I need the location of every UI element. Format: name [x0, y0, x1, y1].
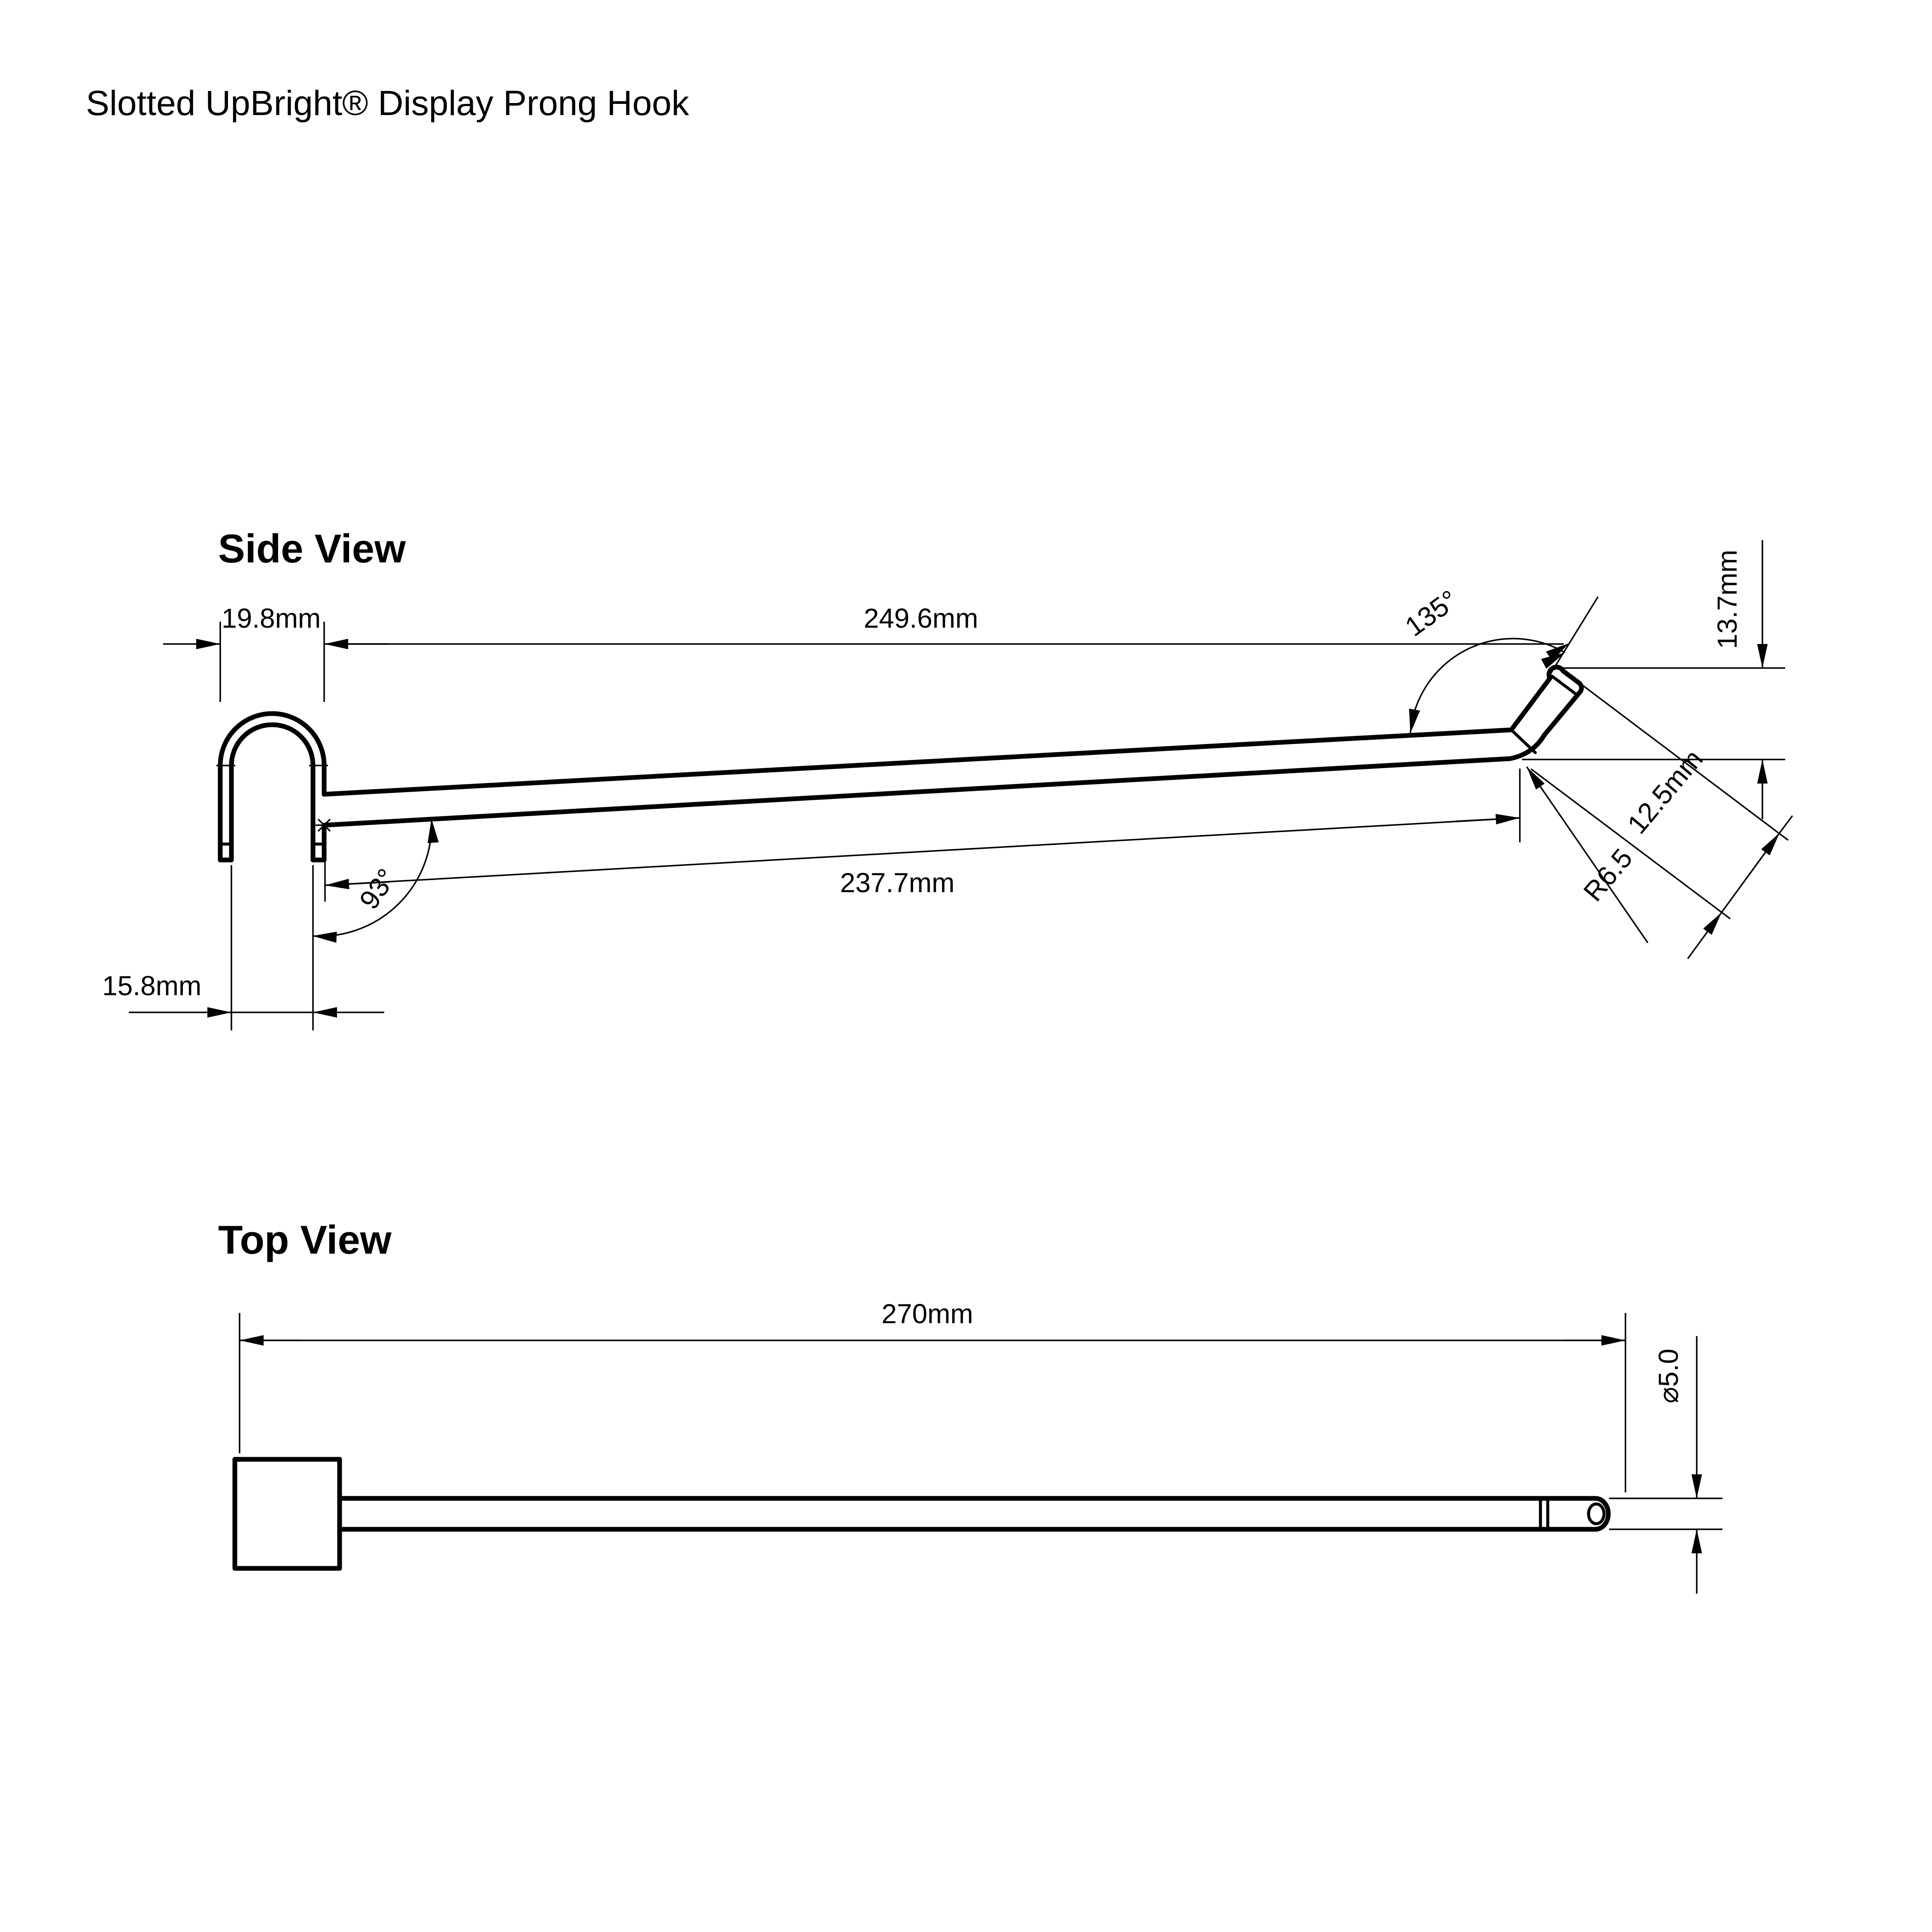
- dim-line: [325, 817, 1520, 886]
- angle-arc: [1410, 638, 1565, 734]
- rod-end-hole: [1587, 1502, 1606, 1525]
- slanted-ext-line: [1545, 596, 1599, 682]
- dim-prong-bottom-length: 237.7mm: [324, 769, 1521, 902]
- page-title: Slotted UpBright® Display Prong Hook: [86, 84, 690, 123]
- dim-bend-radius: R6.5: [1526, 766, 1649, 943]
- dim-value: 237.7mm: [840, 867, 955, 898]
- dim-overall-length: 270mm: [239, 1298, 1626, 1492]
- top-view: Top View 270mm ⌀5.0: [218, 1217, 1722, 1594]
- hook-inner-arch: [229, 722, 316, 768]
- junction-asterisk-icon: [316, 818, 333, 832]
- arrow: [427, 819, 439, 843]
- ext-line-lower: [1530, 768, 1731, 920]
- dim-value: R6.5: [1577, 843, 1638, 907]
- dim-tip-height: 13.7mm: [1522, 540, 1785, 819]
- arrow-line: [1687, 911, 1722, 960]
- side-view-label: Side View: [218, 526, 406, 571]
- top-view-label: Top View: [218, 1217, 392, 1262]
- dim-value: ⌀5.0: [1653, 1349, 1684, 1403]
- dim-tip-length: 12.5mm: [1530, 677, 1793, 960]
- dim-value: 15.8mm: [102, 970, 201, 1001]
- rod-end-cap: [1593, 1496, 1611, 1532]
- arrow-line: [1455, 814, 1520, 825]
- dim-rod-diameter: ⌀5.0: [1609, 1336, 1722, 1594]
- overrun: [1779, 815, 1793, 834]
- dim-value: 13.7mm: [1712, 550, 1743, 649]
- hook-outer-arch: [218, 711, 327, 768]
- prong-outline: [322, 665, 1584, 828]
- dim-hook-outer-width: 19.8mm: [163, 603, 389, 702]
- dim-value: 249.6mm: [864, 603, 978, 634]
- angle-arc: [312, 818, 433, 937]
- arrow: [313, 931, 337, 943]
- leader-line: [1526, 766, 1649, 943]
- dim-value: 135°: [1399, 584, 1463, 642]
- dim-value: 19.8mm: [222, 603, 321, 634]
- side-view: Side View: [102, 526, 1793, 1030]
- arrow-line: [1745, 832, 1780, 880]
- tip-end-inner-line: [1550, 674, 1578, 696]
- arrow-line: [325, 878, 390, 890]
- ext-line-upper: [1571, 677, 1789, 841]
- top-view-part: [232, 1457, 1611, 1571]
- tip-bend-crease: [1510, 728, 1537, 754]
- side-view-part: [216, 665, 1584, 863]
- mount-block: [232, 1457, 342, 1571]
- dim-value: 12.5mm: [1621, 744, 1709, 839]
- dim-hook-inner-width: 15.8mm: [102, 865, 384, 1030]
- dim-tip-bend-angle: 135°: [1399, 584, 1565, 734]
- dim-value: 270mm: [881, 1298, 973, 1329]
- dim-prong-overall-length: 249.6mm: [324, 596, 1599, 682]
- arrow: [1541, 653, 1565, 669]
- arrow: [1409, 708, 1420, 733]
